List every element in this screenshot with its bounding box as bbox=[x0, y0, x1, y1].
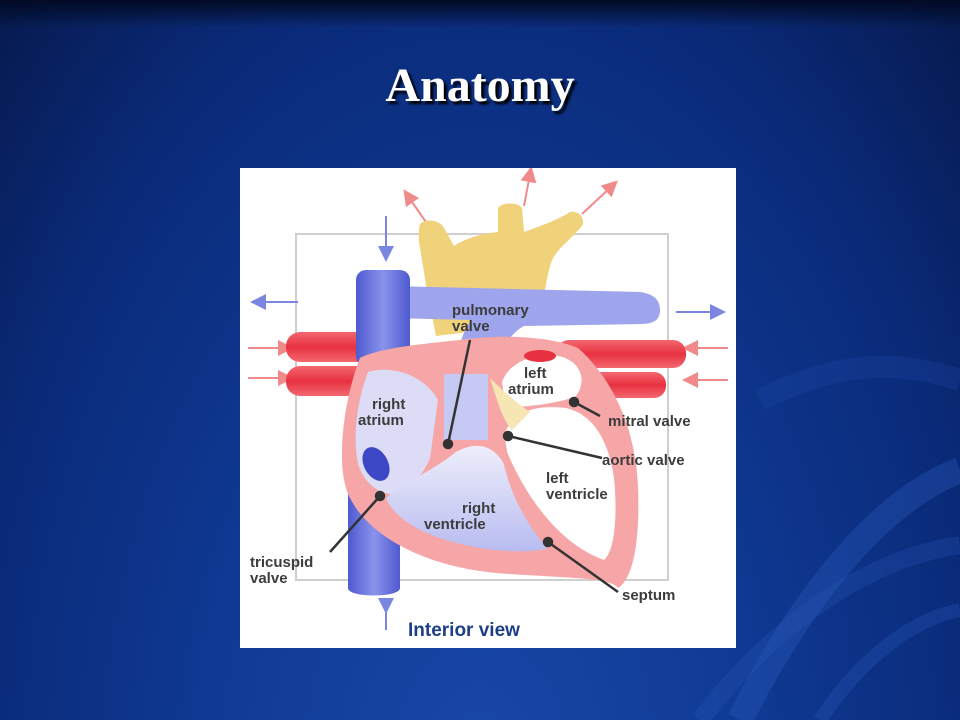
right-ventricle-chamber bbox=[386, 445, 550, 552]
leader-lines bbox=[329, 339, 619, 594]
diagram-caption: Interior view bbox=[408, 620, 520, 641]
flow-arrow bbox=[581, 180, 618, 215]
aortic-outflow bbox=[490, 378, 530, 430]
label-right-ventricle-line2: ventricle bbox=[424, 516, 486, 533]
pulmonary-vein-left-upper bbox=[286, 332, 376, 362]
diagram-frame bbox=[295, 233, 669, 581]
label-tricuspid-valve-line1: tricuspid bbox=[250, 554, 313, 571]
left-ventricle-chamber bbox=[502, 407, 616, 560]
label-left-atrium-line2: atrium bbox=[508, 381, 554, 398]
coronary-sinus-opening bbox=[362, 447, 390, 481]
label-mitral-valve: mitral valve bbox=[608, 413, 691, 430]
septum-wall bbox=[499, 437, 565, 563]
top-shadow-band bbox=[0, 0, 960, 28]
label-left-atrium-line1: left bbox=[524, 365, 547, 382]
label-right-atrium-line1: right bbox=[372, 396, 405, 413]
label-septum: septum bbox=[622, 587, 675, 604]
label-pulmonary-valve-line1: pulmonary bbox=[452, 302, 529, 319]
superior-vena-cava bbox=[356, 270, 410, 366]
slide-title: Anatomy bbox=[385, 59, 575, 112]
label-left-ventricle-line2: ventricle bbox=[546, 486, 608, 503]
flow-arrow bbox=[520, 168, 537, 207]
label-right-ventricle-line1: right bbox=[462, 500, 495, 517]
label-pulmonary-valve-line2: valve bbox=[452, 318, 490, 335]
label-tricuspid-valve-line2: valve bbox=[250, 570, 288, 587]
pulmonary-vein-opening bbox=[524, 350, 556, 362]
label-right-atrium-line2: atrium bbox=[358, 412, 404, 429]
label-left-ventricle-line1: left bbox=[546, 470, 569, 487]
left-atrium-chamber bbox=[502, 355, 582, 408]
label-aortic-valve: aortic valve bbox=[602, 452, 685, 469]
heart-diagram: pulmonary valve left atrium right atrium… bbox=[240, 168, 736, 648]
